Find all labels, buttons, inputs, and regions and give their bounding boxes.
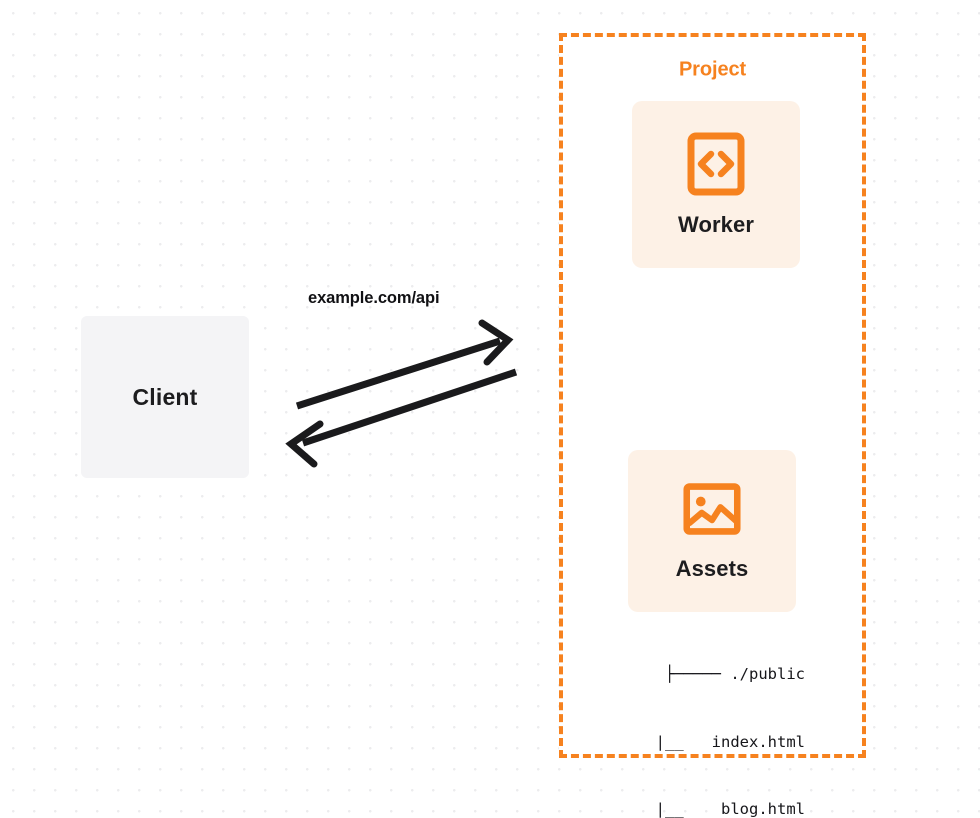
assets-label: Assets: [675, 556, 749, 581]
asset-file-tree: ├───── ./public |__ index.html |__ blog.…: [600, 618, 805, 818]
client-node[interactable]: Client: [81, 316, 249, 478]
request-arrow: [295, 319, 514, 410]
connection-label: example.com/api: [308, 289, 440, 307]
code-brackets-icon: [687, 132, 745, 195]
tree-line-index: |__ index.html: [618, 732, 805, 751]
tree-line-blog: |__ blog.html: [618, 800, 805, 818]
image-icon: [683, 483, 741, 535]
project-title: Project: [671, 58, 754, 82]
response-arrow: [285, 368, 518, 468]
assets-node[interactable]: Assets: [628, 450, 796, 612]
tree-line-root: ├───── ./public: [665, 665, 805, 683]
client-label: Client: [132, 383, 198, 410]
worker-node[interactable]: Worker: [632, 101, 800, 268]
worker-label: Worker: [678, 211, 754, 237]
